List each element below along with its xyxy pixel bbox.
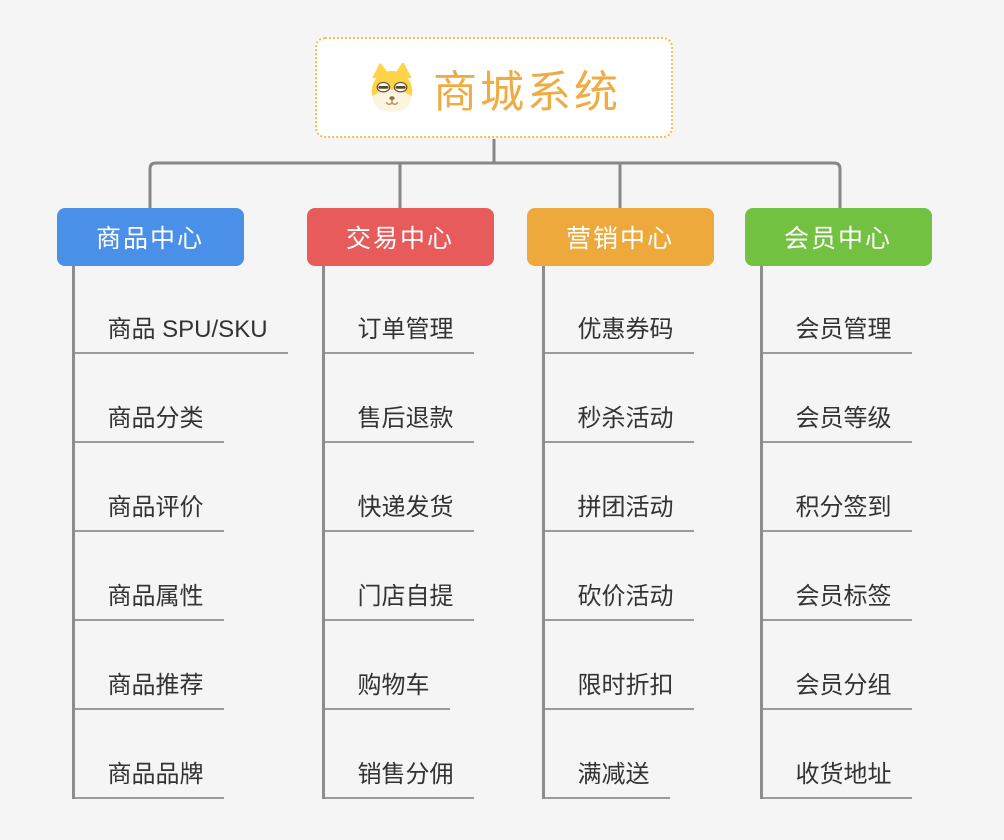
branch-children: 会员管理会员等级积分签到会员标签会员分组收货地址 xyxy=(759,266,912,799)
leaf-node[interactable]: 订单管理 xyxy=(324,314,474,354)
leaf-node[interactable]: 门店自提 xyxy=(324,581,474,621)
leaf-node[interactable]: 积分签到 xyxy=(762,492,912,532)
branch-children: 优惠券码秒杀活动拼团活动砍价活动限时折扣满减送 xyxy=(541,266,694,799)
leaf-node[interactable]: 会员等级 xyxy=(762,403,912,443)
leaf-node[interactable]: 限时折扣 xyxy=(544,670,694,710)
branch-label: 交易中心 xyxy=(345,225,454,253)
leaf-node[interactable]: 商品推荐 xyxy=(74,670,224,710)
leaf-node[interactable]: 商品评价 xyxy=(74,492,224,532)
leaf-node[interactable]: 购物车 xyxy=(324,670,450,710)
leaf-node[interactable]: 砍价活动 xyxy=(544,581,694,621)
leaf-node[interactable]: 商品属性 xyxy=(74,581,224,621)
root-node[interactable]: 商城系统 xyxy=(315,37,673,138)
leaf-node[interactable]: 商品 SPU/SKU xyxy=(74,314,288,354)
branch-label: 会员中心 xyxy=(783,225,892,253)
leaf-node[interactable]: 收货地址 xyxy=(762,759,912,799)
branch-label: 营销中心 xyxy=(565,225,674,253)
branch-children: 订单管理售后退款快递发货门店自提购物车销售分佣 xyxy=(321,266,474,799)
leaf-node[interactable]: 会员分组 xyxy=(762,670,912,710)
branch-children: 商品 SPU/SKU 商品分类商品评价商品属性商品推荐商品品牌 xyxy=(71,266,288,799)
leaf-node[interactable]: 销售分佣 xyxy=(324,759,474,799)
leaf-node[interactable]: 秒杀活动 xyxy=(544,403,694,443)
branch-node[interactable]: 商品中心 xyxy=(56,208,244,266)
branch-node[interactable]: 营销中心 xyxy=(526,208,714,266)
leaf-node[interactable]: 商品品牌 xyxy=(74,759,224,799)
doge-icon xyxy=(371,62,413,111)
connector-bar xyxy=(148,161,842,208)
leaf-node[interactable]: 商品分类 xyxy=(74,403,224,443)
connector-lines xyxy=(148,139,842,208)
leaf-node[interactable]: 拼团活动 xyxy=(544,492,694,532)
branch-node[interactable]: 会员中心 xyxy=(744,208,932,266)
leaf-node[interactable]: 快递发货 xyxy=(324,492,474,532)
leaf-node[interactable]: 售后退款 xyxy=(324,403,474,443)
branch-label: 商品中心 xyxy=(95,225,204,253)
leaf-node[interactable]: 优惠券码 xyxy=(544,314,694,354)
root-title: 商城系统 xyxy=(433,67,621,117)
branch-node[interactable]: 交易中心 xyxy=(306,208,494,266)
leaf-node[interactable]: 满减送 xyxy=(544,759,670,799)
leaf-node[interactable]: 会员标签 xyxy=(762,581,912,621)
leaf-node[interactable]: 会员管理 xyxy=(762,314,912,354)
